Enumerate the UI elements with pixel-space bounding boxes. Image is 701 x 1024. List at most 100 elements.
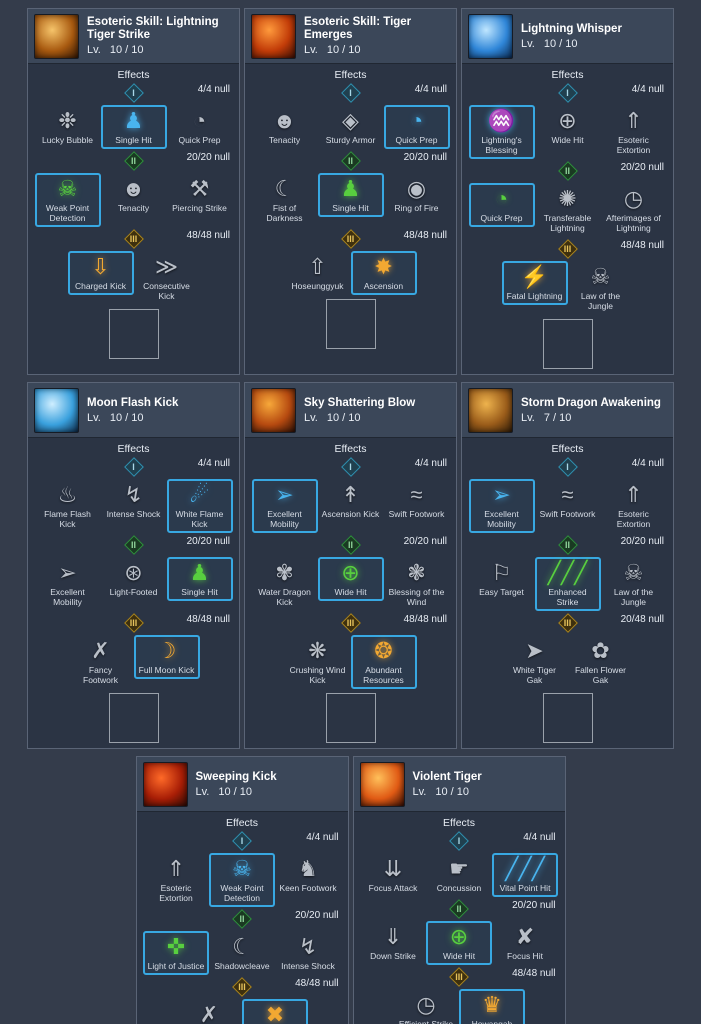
effect-quick-prep[interactable]: ◔Quick Prep (167, 105, 233, 149)
sweeping-kick-skill-icon[interactable] (142, 761, 188, 807)
esoteric-skill-lightning-tiger-strike-skill-icon[interactable] (34, 13, 79, 59)
effect-hoseunggyuk[interactable]: ⇧Hoseunggyuk (285, 251, 351, 295)
effect-esoteric-extortion[interactable]: ⇑Esoteric Extortion (143, 853, 209, 907)
effect-consecutive-kick[interactable]: ≫Consecutive Kick (134, 251, 200, 305)
effect-esoteric-extortion[interactable]: ⇑Esoteric Extortion (601, 479, 667, 533)
effect-fatal-lightning[interactable]: ⚡Fatal Lightning (501, 261, 568, 305)
effect-pure-excellence[interactable]: ✗Pure Excellence (176, 999, 242, 1024)
skill-title: Violent Tiger (412, 770, 482, 783)
effect-focus-hit[interactable]: ✘Focus Hit (492, 921, 558, 965)
effect-fallen-flower-gak[interactable]: ✿Fallen Flower Gak (568, 635, 634, 689)
effect-esoteric-extortion[interactable]: ⇑Esoteric Extortion (601, 105, 667, 159)
effect-wide-hit[interactable]: ⊕Wide Hit (426, 921, 492, 965)
effect-keen-footwork[interactable]: ♞Keen Footwork (275, 853, 341, 897)
effect-weak-point-detection[interactable]: ☠Weak Point Detection (34, 173, 101, 227)
effect-focus-attack[interactable]: ⇊Focus Attack (360, 853, 426, 897)
effect-quick-prep[interactable]: ◔Quick Prep (383, 105, 450, 149)
esoteric-extortion-icon: ⇑ (166, 856, 186, 881)
effect-crushing-wind-kick[interactable]: ❋Crushing Wind Kick (285, 635, 351, 689)
effect-easy-target[interactable]: ⚐Easy Target (469, 557, 535, 601)
effect-white-flame-kick[interactable]: ☄White Flame Kick (166, 479, 233, 533)
esoteric-skill-tiger-emerges-skill-icon[interactable] (251, 13, 296, 59)
violent-tiger-skill-icon[interactable] (359, 761, 405, 807)
effect-vital-point-hit[interactable]: ╱╱╱Vital Point Hit (492, 853, 558, 897)
rune-slot[interactable] (542, 693, 593, 743)
storm-dragon-awakening-skill-icon[interactable] (468, 387, 513, 433)
tier-numeral: I (349, 462, 352, 472)
effects-row: ☠Weak Point Detection☻Tenacity⚒Piercing … (34, 173, 233, 227)
effect-single-hit[interactable]: ♟Single Hit (317, 173, 384, 217)
effect-fist-of-darkness[interactable]: ☾Fist of Darkness (252, 173, 318, 227)
effect-weak-point-detection[interactable]: ☠Weak Point Detection (209, 853, 275, 907)
rune-slot[interactable] (108, 309, 159, 359)
effect-single-hit[interactable]: ♟Single Hit (100, 105, 167, 149)
rune-slot[interactable] (325, 693, 376, 743)
effect-concussion[interactable]: ☛Concussion (426, 853, 492, 897)
effect-sturdy-armor[interactable]: ◈Sturdy Armor (318, 105, 384, 149)
effect-piercing-strike[interactable]: ⚒Piercing Strike (167, 173, 233, 217)
effect-efficient-strike[interactable]: ◷Efficient Strike (393, 989, 459, 1024)
effect-intense-shock[interactable]: ↯Intense Shock (275, 931, 341, 975)
effect-afterimages-of-lightning[interactable]: ◷Afterimages of Lightning (601, 183, 667, 237)
effect-excellent-mobility[interactable]: ➢Excellent Mobility (35, 557, 101, 611)
effect-tenacity[interactable]: ☻Tenacity (252, 105, 318, 149)
effect-water-dragon-kick[interactable]: ✾Water Dragon Kick (252, 557, 318, 611)
effect-single-hit[interactable]: ♟Single Hit (166, 557, 233, 601)
effect-ring-of-fire[interactable]: ◉Ring of Fire (384, 173, 450, 217)
sky-shattering-blow-skill-icon[interactable] (251, 387, 296, 433)
effect-howangah[interactable]: ♛Howangah (459, 989, 525, 1024)
effect-flame-flash-kick[interactable]: ♨Flame Flash Kick (35, 479, 101, 533)
effect-fancy-footwork[interactable]: ✗Fancy Footwork (68, 635, 134, 689)
effect-label: Excellent Mobility (267, 509, 302, 529)
effect-tenacity[interactable]: ☻Tenacity (101, 173, 167, 217)
effect-law-of-the-jungle[interactable]: ☠Law of the Jungle (568, 261, 634, 315)
swift-footwork-icon: ≈ (561, 482, 574, 507)
effect-exaggerated-ability[interactable]: ✖Exaggerated Ability (242, 999, 308, 1024)
tier-1-diamond-icon: I (558, 83, 578, 103)
skill-title: Esoteric Skill: Tiger Emerges (304, 16, 412, 41)
piercing-strike-icon: ⚒ (189, 176, 210, 201)
tier-points: 20/20 null (620, 536, 664, 547)
effect-swift-footwork[interactable]: ≈Swift Footwork (535, 479, 601, 523)
lightning-whisper-skill-icon[interactable] (468, 13, 513, 59)
effect-excellent-mobility[interactable]: ➢Excellent Mobility (251, 479, 318, 533)
effect-light-of-justice[interactable]: ✜Light of Justice (143, 931, 209, 975)
tier-points: 20/20 null (620, 162, 664, 173)
moon-flash-kick-skill-icon[interactable] (34, 387, 79, 433)
light-of-justice-icon: ✜ (166, 934, 186, 959)
esoteric-extortion-icon: ⇑ (624, 108, 643, 133)
effects-label: Effects (226, 817, 258, 829)
effect-label: Fatal Lightning (506, 291, 563, 301)
effect-abundant-resources[interactable]: ❂Abundant Resources (350, 635, 417, 689)
effect-full-moon-kick[interactable]: ☽Full Moon Kick (133, 635, 200, 679)
effect-charged-kick[interactable]: ⇩Charged Kick (67, 251, 134, 295)
effect-down-strike[interactable]: ⇓Down Strike (360, 921, 426, 965)
effect-light-footed[interactable]: ⊛Light-Footed (101, 557, 167, 601)
effects-row: ◷Efficient Strike♛Howangah (360, 989, 559, 1024)
effect-enhanced-strike[interactable]: ╱╱╱Enhanced Strike (534, 557, 601, 611)
effect-intense-shock[interactable]: ↯Intense Shock (101, 479, 167, 523)
effect-transferable-lightning[interactable]: ✺Transferable Lightning (535, 183, 601, 237)
effect-ascension[interactable]: ✸Ascension (350, 251, 417, 295)
tier-points: 4/4 null (523, 832, 556, 843)
effect-label: Fist of Darkness (266, 203, 303, 223)
tier-3-diamond-icon: III (558, 239, 578, 259)
effect-quick-prep[interactable]: ◔Quick Prep (468, 183, 535, 227)
effect-wide-hit[interactable]: ⊕Wide Hit (317, 557, 384, 601)
effect-swift-footwork[interactable]: ≈Swift Footwork (384, 479, 450, 523)
effect-excellent-mobility[interactable]: ➢Excellent Mobility (468, 479, 535, 533)
effect-ascension-kick[interactable]: ↟Ascension Kick (318, 479, 384, 523)
rune-slot[interactable] (108, 693, 159, 743)
effect-lightning-s-blessing[interactable]: ♒Lightning's Blessing (468, 105, 535, 159)
effect-label: Howangah (471, 1019, 513, 1024)
rune-slot[interactable] (325, 299, 376, 349)
effect-blessing-of-the-wind[interactable]: ❃Blessing of the Wind (384, 557, 450, 611)
rune-slot[interactable] (542, 319, 593, 369)
effect-shadowcleave[interactable]: ☾Shadowcleave (209, 931, 275, 975)
effect-white-tiger-gak[interactable]: ➤White Tiger Gak (502, 635, 568, 689)
effect-law-of-the-jungle[interactable]: ☠Law of the Jungle (601, 557, 667, 611)
effect-lucky-bubble[interactable]: ❉Lucky Bubble (35, 105, 101, 149)
effect-wide-hit[interactable]: ⊕Wide Hit (535, 105, 601, 149)
